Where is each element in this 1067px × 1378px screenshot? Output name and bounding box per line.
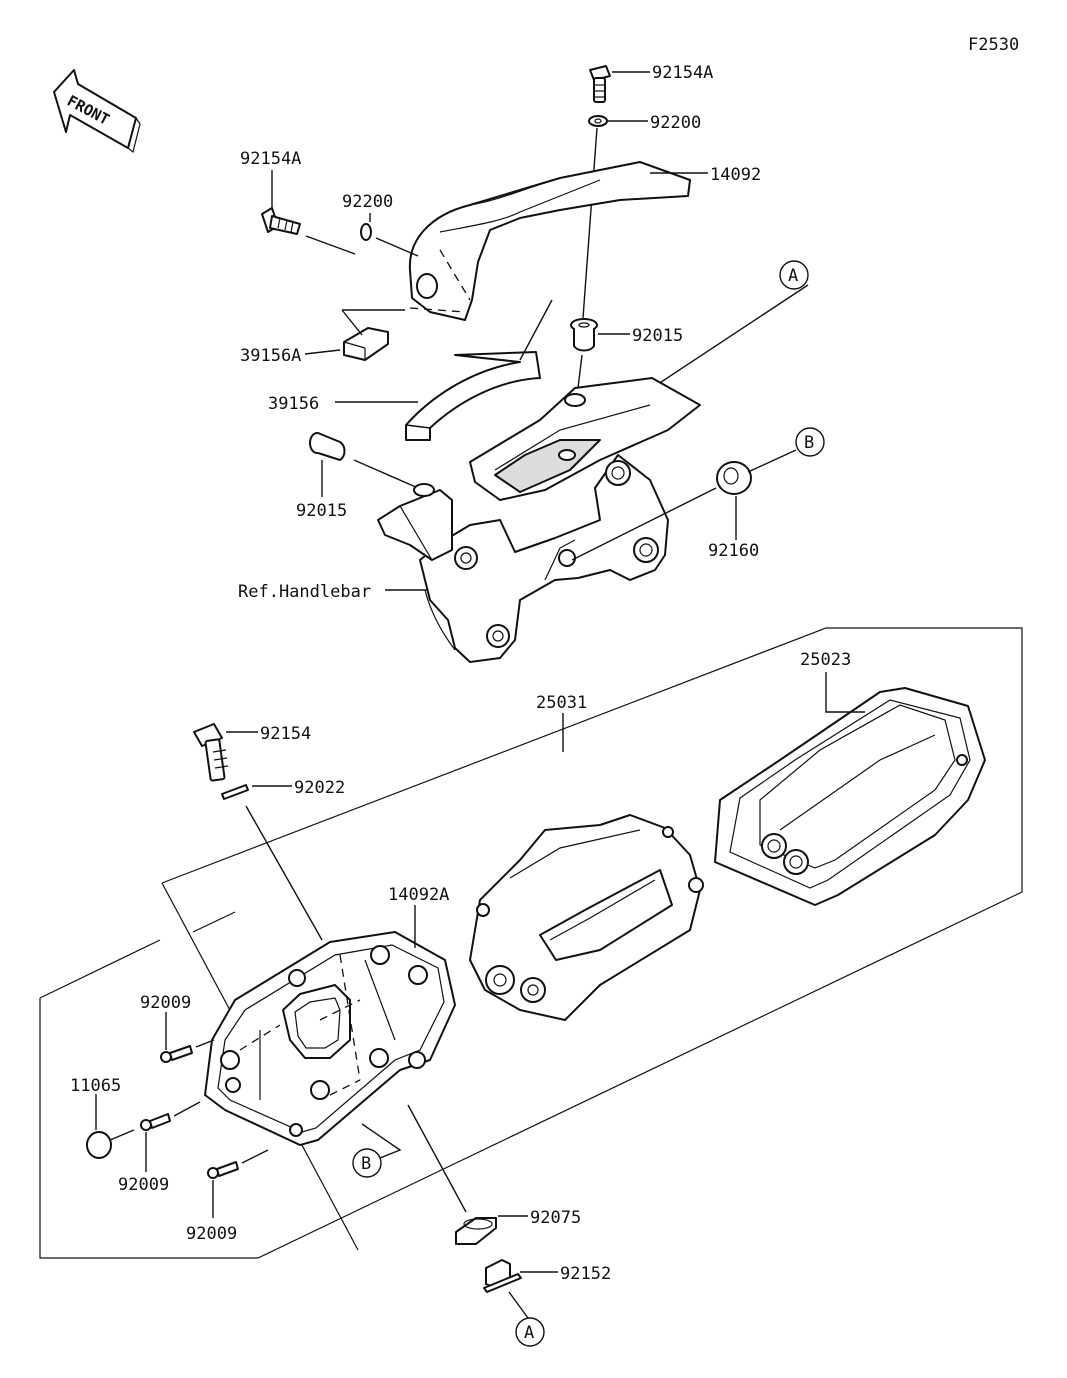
label-92200-top: 92200	[650, 113, 701, 133]
callout-a-bottom	[515, 1317, 545, 1347]
lens-25023	[714, 687, 986, 906]
bolt-92154-icon	[193, 723, 229, 782]
label-92022: 92022	[294, 778, 345, 798]
handlebar-mount	[419, 454, 669, 663]
grommet-92015-left-icon	[309, 432, 346, 461]
label-ref-handlebar: Ref.Handlebar	[238, 582, 371, 602]
label-92154A-left: 92154A	[240, 149, 301, 169]
label-92152: 92152	[560, 1264, 611, 1284]
label-25023: 25023	[800, 650, 851, 670]
label-92015-left: 92015	[296, 501, 347, 521]
washer-92200-top-icon	[588, 115, 608, 127]
callout-b-top-text: B	[804, 433, 814, 453]
washer-92022-icon	[221, 784, 249, 800]
case-14092A	[204, 931, 456, 1146]
label-92154: 92154	[260, 724, 311, 744]
collar-92152-icon	[483, 1259, 522, 1293]
group-frame-25031	[161, 627, 1023, 1164]
cap-11065-icon	[86, 1131, 112, 1159]
label-14092: 14092	[710, 165, 761, 185]
label-92160: 92160	[708, 541, 759, 561]
bracket-upper	[469, 377, 701, 501]
label-39156: 39156	[268, 394, 319, 414]
label-39156A: 39156A	[240, 346, 301, 366]
callout-a-top-text: A	[788, 266, 798, 286]
callout-a-bottom-text: A	[524, 1323, 534, 1343]
label-25031: 25031	[536, 693, 587, 713]
washer-92200-left-icon	[360, 223, 372, 241]
plug-92160-icon	[716, 461, 752, 495]
screw-92009-a-icon	[160, 1045, 193, 1063]
callout-b-bottom	[352, 1148, 382, 1178]
strip-39156-icon	[405, 351, 541, 441]
label-92009-c: 92009	[186, 1224, 237, 1244]
screw-92009-b-icon	[140, 1113, 171, 1131]
label-92015-right: 92015	[632, 326, 683, 346]
label-92009-b: 92009	[118, 1175, 169, 1195]
grommet-92075-icon	[455, 1217, 497, 1245]
callout-b-top	[795, 427, 825, 457]
bolt-92154A-left-icon	[261, 207, 301, 235]
callout-b-bottom-text: B	[361, 1154, 371, 1174]
screw-92009-c-icon	[207, 1161, 239, 1179]
front-arrow-icon: FRONT	[53, 69, 141, 154]
label-92075: 92075	[530, 1208, 581, 1228]
label-92154A-top: 92154A	[652, 63, 713, 83]
figure-id: F2530	[968, 35, 1019, 55]
grommet-92015-right-icon	[570, 318, 598, 352]
cover-14092	[408, 161, 691, 321]
damper-39156A-icon	[343, 327, 389, 361]
label-14092A: 14092A	[388, 885, 449, 905]
meter-assembly	[469, 814, 704, 1021]
label-92009-a: 92009	[140, 993, 191, 1013]
bolt-92154A-top-icon	[589, 65, 611, 103]
mount-tab	[377, 483, 453, 561]
callout-a-top	[779, 260, 809, 290]
label-11065: 11065	[70, 1076, 121, 1096]
label-92200-left: 92200	[342, 192, 393, 212]
